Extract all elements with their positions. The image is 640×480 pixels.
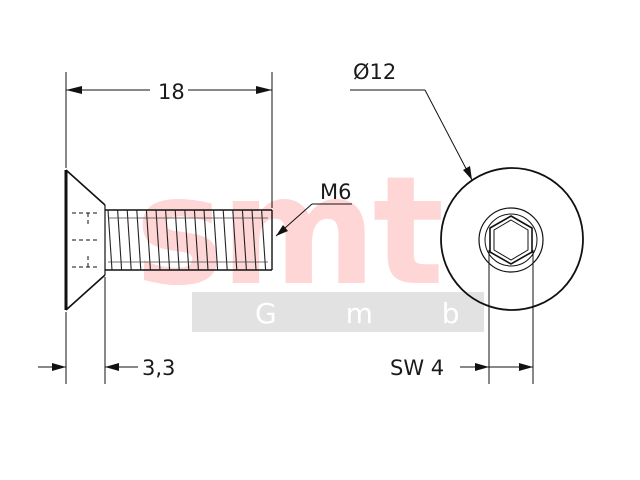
head-outline bbox=[440, 167, 584, 311]
thread-crest bbox=[213, 209, 219, 271]
dimension-head-height-label: 3,3 bbox=[142, 356, 175, 380]
thread-body bbox=[105, 209, 273, 271]
diameter-callout-label: Ø12 bbox=[353, 60, 396, 84]
thread-crest bbox=[174, 209, 180, 271]
thread-crest bbox=[251, 209, 257, 271]
thread-crest bbox=[107, 209, 113, 271]
hex-socket-inner bbox=[493, 219, 529, 261]
dimension-hex-socket-label: SW 4 bbox=[390, 356, 444, 380]
dimension-hex-socket: SW 4 bbox=[390, 250, 534, 384]
socket-inner-circle bbox=[484, 213, 538, 267]
hex-socket-outline bbox=[489, 215, 533, 265]
thread-crest bbox=[126, 209, 132, 271]
screw-top-view bbox=[440, 167, 584, 311]
watermark-subtitle: G m b H bbox=[255, 297, 580, 330]
socket-outer-circle bbox=[478, 207, 544, 273]
thread-crest bbox=[222, 209, 228, 271]
screw-side-view bbox=[64, 169, 273, 311]
thread-crest bbox=[155, 209, 161, 271]
thread-crest bbox=[241, 209, 247, 271]
head-cone bbox=[65, 169, 106, 311]
diameter-callout: Ø12 bbox=[350, 60, 473, 181]
thread-crest bbox=[232, 209, 238, 271]
thread-crest bbox=[261, 209, 267, 271]
thread-callout-label: M6 bbox=[320, 180, 351, 204]
thread-crest bbox=[184, 209, 190, 271]
dimension-length: 18 bbox=[65, 72, 273, 208]
thread-crest bbox=[165, 209, 171, 271]
dimension-length-label: 18 bbox=[158, 80, 185, 104]
watermark-band bbox=[192, 292, 484, 332]
watermark: smt G m b H bbox=[135, 145, 580, 332]
thread-crest bbox=[136, 209, 142, 271]
thread-crest bbox=[145, 209, 151, 271]
thread-crest bbox=[117, 209, 123, 271]
thread-crest bbox=[203, 209, 209, 271]
dimension-head-height: 3,3 bbox=[38, 277, 175, 384]
thread-crest bbox=[193, 209, 199, 271]
thread-callout: M6 bbox=[275, 180, 352, 237]
socket-hidden-lines bbox=[72, 212, 98, 268]
